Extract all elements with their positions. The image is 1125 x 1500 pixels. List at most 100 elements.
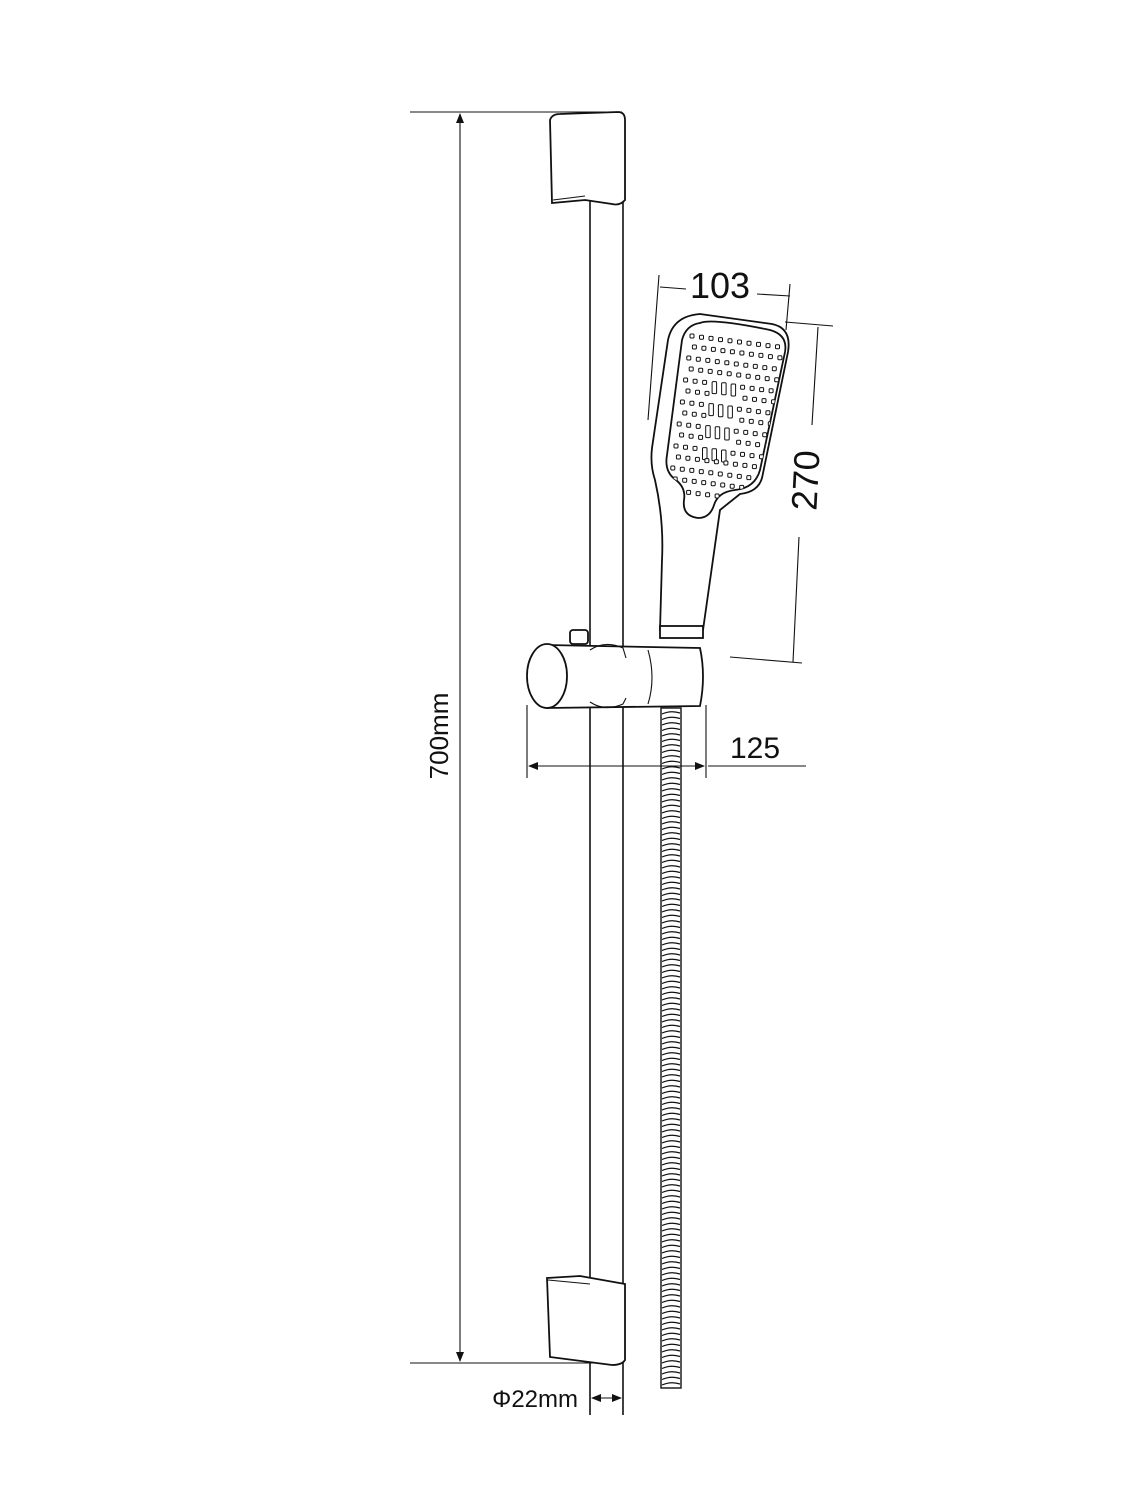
hose-coil: [661, 925, 681, 930]
nozzle: [695, 389, 700, 395]
hose-coil: [661, 1283, 681, 1287]
hose-coil: [661, 1250, 681, 1254]
nozzle: [679, 432, 685, 438]
nozzle: [675, 454, 681, 460]
hose-coil: [661, 876, 681, 880]
nozzle: [755, 409, 761, 415]
nozzle: [721, 382, 727, 396]
nozzle: [733, 361, 739, 367]
nozzle: [727, 338, 733, 344]
hose-coil: [661, 920, 681, 924]
hose-coil: [661, 755, 681, 759]
hose-coil: [661, 1266, 681, 1271]
hose-coil: [661, 1035, 681, 1040]
hose-coil: [661, 1321, 681, 1326]
nozzle: [689, 467, 695, 473]
nozzle: [692, 445, 698, 451]
nozzle: [688, 366, 694, 372]
nozzle: [775, 344, 780, 350]
rail-diameter-label: Φ22mm: [492, 1386, 578, 1413]
rail-length-label: 700mm: [424, 693, 454, 780]
hose-coil: [661, 1206, 681, 1210]
nozzle: [702, 379, 708, 385]
hose-coil: [661, 909, 681, 913]
hose-coil: [661, 1019, 681, 1023]
hose-coil: [661, 1041, 681, 1045]
nozzle: [691, 411, 697, 417]
hose-coil: [661, 964, 681, 968]
nozzle: [710, 481, 716, 487]
slide-rail: [589, 200, 624, 1415]
slider-holder: [526, 629, 704, 709]
nozzle: [749, 453, 755, 459]
nozzle: [729, 349, 735, 355]
hose-coil: [661, 1002, 681, 1007]
nozzle: [768, 388, 774, 394]
nozzle: [740, 384, 746, 390]
hose-coil: [661, 903, 681, 908]
nozzle: [698, 367, 704, 373]
nozzle: [758, 352, 764, 358]
nozzle: [707, 368, 713, 374]
nozzle: [695, 491, 701, 497]
hose-coil: [661, 711, 681, 715]
nozzle: [699, 334, 704, 340]
nozzle: [765, 410, 771, 416]
hose-coil: [661, 1189, 681, 1194]
rail-length-dimension: 700mm: [410, 111, 622, 1364]
nozzle: [676, 421, 682, 427]
nozzle: [694, 456, 700, 462]
nozzle: [751, 464, 757, 470]
nozzle: [730, 383, 737, 397]
nozzle: [749, 385, 755, 391]
hose-coil: [661, 782, 681, 787]
shower-hose: [660, 707, 682, 1389]
nozzle: [710, 346, 716, 352]
hose-coil: [661, 1277, 681, 1282]
handset-length-label: 270: [783, 449, 827, 511]
nozzle: [732, 461, 738, 467]
hose-coil: [661, 1167, 681, 1172]
holder-projection-label: 125: [730, 732, 780, 765]
hose-coil: [661, 1140, 681, 1144]
nozzle: [726, 371, 732, 377]
nozzle: [733, 428, 739, 434]
hose-coil: [661, 1090, 681, 1095]
hose-coil: [661, 1371, 681, 1375]
nozzle: [708, 470, 714, 476]
hose-coil: [661, 1112, 681, 1117]
hose-coil: [661, 991, 681, 996]
hose-coil: [661, 870, 681, 875]
hose-coil: [661, 799, 681, 803]
hose-coil: [661, 1079, 681, 1084]
nozzle: [752, 498, 758, 504]
nozzle: [736, 372, 742, 378]
nozzle: [689, 400, 695, 406]
hose-coil: [661, 1360, 681, 1364]
hose-coil: [661, 1272, 681, 1276]
nozzle: [767, 354, 773, 360]
nozzle: [736, 473, 742, 479]
hose-coil: [661, 1178, 681, 1183]
nozzle: [708, 335, 714, 341]
holder-projection-dimension: 125: [526, 705, 806, 778]
nozzle: [745, 440, 751, 446]
hose-coil: [661, 826, 681, 831]
spray-nozzles: [667, 333, 783, 504]
nozzle: [739, 350, 745, 356]
hose-coil: [661, 1123, 681, 1128]
hose-coil: [661, 1382, 681, 1386]
hose-coil: [661, 1184, 681, 1188]
hose-coil: [661, 777, 681, 781]
hose-coil: [661, 722, 681, 726]
hose-coil: [661, 1162, 681, 1166]
nozzle: [698, 434, 704, 440]
hose-coil: [661, 1068, 681, 1073]
hose-coil: [661, 1233, 681, 1238]
nozzle: [759, 387, 765, 393]
hose-coil: [661, 1305, 681, 1309]
nozzle: [724, 360, 730, 366]
hose-coil: [661, 1200, 681, 1205]
nozzle: [720, 348, 726, 354]
